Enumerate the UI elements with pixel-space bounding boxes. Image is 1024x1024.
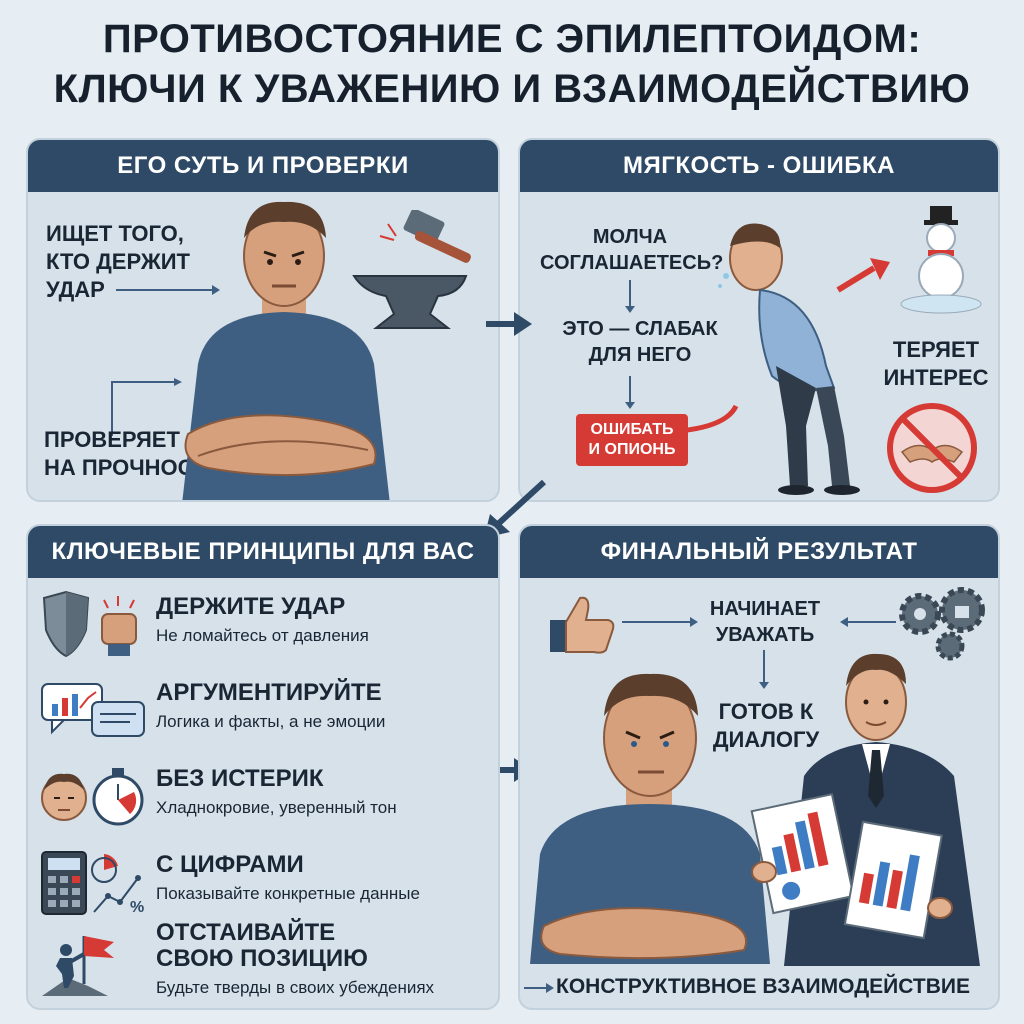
outcome-text: КОНСТРУКТИВНОЕ ВЗАИМОДЕЙСТВИЕ	[556, 975, 971, 998]
mistake-line-1: ОШИБАТЬ	[590, 421, 674, 438]
seeks-line-1: ИЩЕТ ТОГО,	[46, 221, 184, 246]
principle-title-line-1: ОТСТАИВАЙТЕ	[156, 919, 336, 946]
gears-icon	[899, 587, 985, 661]
man-crossed-arms-illustration	[182, 201, 390, 500]
panel-softness-header: МЯГКОСТЬ - ОШИБКА	[520, 140, 998, 192]
arrow-right-icon-2	[524, 983, 554, 993]
snowman-icon	[900, 206, 982, 314]
mistake-line-2: И ОПИОНЬ	[588, 441, 676, 458]
red-arrow-icon	[836, 258, 890, 293]
weak-line-2: ДЛЯ НЕГО	[588, 344, 692, 366]
weak-line-1: ЭТО — СЛАБАК	[562, 318, 718, 340]
principle-argue: АРГУМЕНТИРУЙТЕ Логика и факты, а не эмоц…	[28, 674, 498, 760]
arrow-down-icon	[759, 650, 769, 689]
arrow-down-icon-2	[625, 376, 635, 409]
arrow-right-icon	[116, 285, 220, 295]
principle-desc: Логика и факты, а не эмоции	[156, 712, 386, 731]
weak-text: ЭТО — СЛАБАК ДЛЯ НЕГО	[540, 316, 740, 368]
respect-line-2: УВАЖАТЬ	[715, 624, 815, 646]
principle-desc: Будьте тверды в своих убеждениях	[156, 978, 435, 997]
panel-result-header: ФИНАЛЬНЫЙ РЕЗУЛЬТАТ	[520, 526, 998, 578]
flag-summit-icon	[42, 936, 114, 996]
title-line-1: ПРОТИВОСТОЯНИЕ С ЭПИЛЕПТОИДОМ:	[102, 17, 922, 61]
principle-title-line-2: СВОЮ ПОЗИЦИЮ	[156, 945, 368, 972]
principle-title: С ЦИФРАМИ	[156, 851, 304, 878]
calm-face-stopwatch-icon	[41, 768, 144, 826]
dialog-text: ГОТОВ К ДИАЛОГУ	[696, 698, 836, 754]
man-crossed-arms-illustration	[530, 673, 770, 964]
principle-title: АРГУМЕНТИРУЙТЕ	[156, 679, 382, 706]
dialog-line-2: ДИАЛОГУ	[712, 727, 820, 752]
panel-principles-header: КЛЮЧЕВЫЕ ПРИНЦИПЫ ДЛЯ ВАС	[28, 526, 498, 578]
question-text: МОЛЧА СОГЛАШАЕТЕСЬ?	[540, 224, 724, 276]
loses-interest-text: ТЕРЯЕТ ИНТЕРЕС	[876, 336, 996, 392]
respect-line-1: НАЧИНАЕТ	[709, 598, 821, 620]
panel-softness: МЯГКОСТЬ - ОШИБКА МОЛЧА СОГЛАШАЕТЕСЬ? ЭТ…	[518, 138, 1000, 502]
arrow-elbow-icon	[111, 378, 182, 436]
panel-result: ФИНАЛЬНЫЙ РЕЗУЛЬТАТ НАЧИНАЕТ УВАЖАТЬ ГОТ…	[518, 524, 1000, 1010]
businessman-reports-illustration	[750, 653, 980, 966]
mistake-tag: ОШИБАТЬ И ОПИОНЬ	[576, 414, 688, 466]
loses-line-1: ТЕРЯЕТ	[892, 337, 980, 362]
principle-desc: Показывайте конкретные данные	[156, 884, 420, 903]
speech-bubbles-chart-icon	[41, 683, 145, 737]
tests-line-1: ПРОВЕРЯЕТ	[44, 427, 180, 452]
principle-title: ДЕРЖИТЕ УДАР	[156, 593, 346, 620]
thumbs-up-icon	[550, 596, 615, 654]
respect-text: НАЧИНАЕТ УВАЖАТЬ	[690, 596, 840, 648]
principle-hold-position: ОТСТАИВАЙТЕ СВОЮ ПОЗИЦИЮ Будьте тверды в…	[28, 920, 498, 1008]
arrow-down-icon	[625, 280, 635, 313]
principle-no-hysteria: БЕЗ ИСТЕРИК Хладнокровие, уверенный тон	[28, 760, 498, 846]
seeks-line-3: УДАР	[46, 277, 105, 302]
principle-desc: Не ломайтесь от давления	[156, 626, 369, 645]
seeks-line-2: КТО ДЕРЖИТ	[46, 249, 190, 274]
calculator-chart-icon: %	[41, 851, 144, 916]
panel-essence: ЕГО СУТЬ И ПРОВЕРКИ ИЩЕТ ТОГО, КТО ДЕРЖИ…	[26, 138, 500, 502]
no-handshake-icon	[887, 403, 977, 493]
principle-desc: Хладнокровие, уверенный тон	[156, 798, 397, 817]
dialog-line-1: ГОТОВ К	[718, 699, 814, 724]
loses-line-2: ИНТЕРЕС	[883, 365, 989, 390]
question-line-2: СОГЛАШАЕТЕСЬ?	[540, 252, 724, 274]
panel-essence-header: ЕГО СУТЬ И ПРОВЕРКИ	[28, 140, 498, 192]
svg-text:%: %	[130, 899, 144, 916]
principle-title: БЕЗ ИСТЕРИК	[156, 765, 324, 792]
arrow-right-icon	[622, 617, 698, 627]
page-title: ПРОТИВОСТОЯНИЕ С ЭПИЛЕПТОИДОМ: КЛЮЧИ К У…	[0, 14, 1024, 114]
question-line-1: МОЛЧА	[592, 226, 668, 248]
title-line-2: КЛЮЧИ К УВАЖЕНИЮ И ВЗАИМОДЕЙСТВИЮ	[53, 67, 971, 111]
shield-fist-icon	[42, 590, 137, 658]
submissive-man-illustration	[718, 223, 860, 495]
principle-hold-blow: ДЕРЖИТЕ УДАР Не ломайтесь от давления	[28, 588, 498, 674]
panel-principles: КЛЮЧЕВЫЕ ПРИНЦИПЫ ДЛЯ ВАС ДЕРЖИТЕ УДАР Н…	[26, 524, 500, 1010]
flow-arrow-right-icon	[486, 312, 532, 336]
hammer-anvil-icon	[352, 210, 471, 329]
arrow-left-icon	[840, 617, 896, 627]
seeks-text: ИЩЕТ ТОГО, КТО ДЕРЖИТ УДАР	[46, 220, 190, 304]
principle-title: ОТСТАИВАЙТЕ СВОЮ ПОЗИЦИЮ	[156, 920, 368, 972]
principle-numbers: % С ЦИФРАМИ Показывайте конкретные данны…	[28, 846, 498, 932]
